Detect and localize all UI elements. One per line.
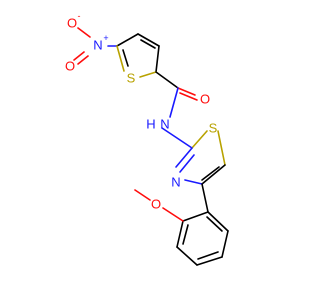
amide-nitrogen-label: N — [160, 117, 169, 132]
plus-charge-label: + — [103, 33, 108, 43]
bond-ph-1-2 — [182, 211, 209, 222]
bond-c5-c4 — [201, 164, 226, 185]
bond-n-o-double-2 — [77, 55, 89, 65]
bond-c4-n3 — [184, 179, 203, 185]
bond-ph-o — [162, 207, 184, 222]
bond-o-ch3 — [134, 189, 151, 201]
bond-ph-4-5 — [196, 256, 223, 266]
bond-ph-2-3 — [176, 220, 184, 248]
methoxy-bonds — [134, 189, 184, 222]
bond-n3-c2 — [175, 147, 193, 168]
nitro-oxygen-label: O — [65, 59, 75, 74]
thiophene-ring — [116, 33, 160, 78]
bond-c5-c4 — [116, 33, 139, 47]
amide-hydrogen-label: H — [146, 117, 155, 132]
bond-c5-inner — [122, 49, 129, 67]
bond-s-c5 — [116, 45, 125, 72]
phenyl-ring — [176, 211, 229, 266]
bond-c4-c3-inner — [140, 39, 156, 49]
bond-thiazole-phenyl — [201, 183, 209, 213]
minus-charge-label: - — [78, 11, 81, 21]
thiazole-sulfur-label: S — [209, 121, 218, 136]
bond-c2-s — [139, 71, 157, 78]
amide-bonds — [155, 71, 198, 149]
bond-s1-c5 — [217, 130, 226, 166]
thiazole-ring — [175, 130, 226, 185]
methoxy-oxygen-label: O — [151, 197, 161, 212]
bond-ph-6-1 — [207, 211, 229, 232]
bond-ph-5-6 — [221, 230, 229, 258]
bond-c4-c3 — [137, 33, 160, 47]
carbonyl-oxygen-label: O — [200, 92, 210, 107]
thiophene-sulfur-label: S — [127, 71, 136, 86]
bond-carbonyl-n — [169, 87, 179, 118]
nitro-group-bonds — [73, 27, 118, 65]
bond-ph-2-3-inner — [182, 224, 189, 245]
bond-c-o-2 — [179, 92, 198, 101]
bond-ph-3-4 — [176, 246, 198, 266]
bond-ph-6-1-inner — [206, 216, 223, 232]
bond-c3-c2 — [155, 45, 160, 73]
bond-n-c2thiazole — [161, 127, 193, 149]
bond-n3-c2-inner — [179, 154, 195, 173]
bond-c-o-1 — [177, 87, 196, 96]
molecule-structure: O - N + O S O N H S N O — [65, 11, 229, 266]
bond-ph-4-5-inner — [197, 251, 219, 260]
bond-n-o-double-1 — [73, 51, 85, 61]
thiazole-nitrogen-label: N — [171, 175, 180, 190]
bond-c5-c4-inner — [201, 166, 220, 181]
bond-c2-s1 — [191, 130, 208, 149]
nitro-nitrogen-label: N — [93, 38, 102, 53]
atom-labels: O - N + O S O N H S N O — [65, 11, 218, 212]
bond-c2-carbonyl — [155, 71, 179, 89]
bond-n-o-minus — [77, 27, 91, 38]
nitro-oxygen-minus-label: O — [67, 16, 77, 31]
